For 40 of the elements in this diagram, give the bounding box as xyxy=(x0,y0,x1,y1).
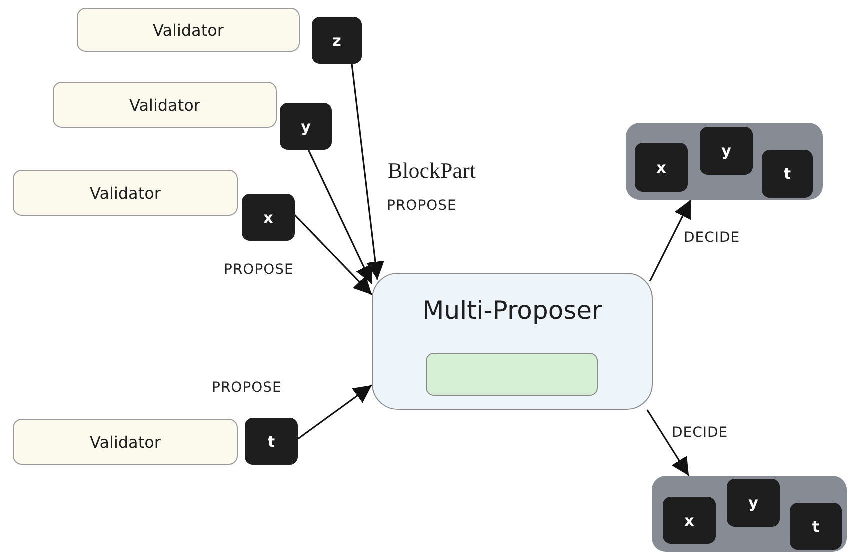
arrow xyxy=(646,410,690,476)
key-cap xyxy=(635,143,688,192)
key-cap xyxy=(700,127,753,175)
node-label: Validator xyxy=(90,184,161,202)
key-letter: x xyxy=(656,158,666,176)
arrow xyxy=(308,150,373,284)
key-letter: x xyxy=(684,512,694,530)
key-letter: t xyxy=(812,518,820,536)
key-cap xyxy=(762,150,813,198)
key-letter: t xyxy=(268,432,276,450)
key-cap xyxy=(790,503,842,550)
key-letter: y xyxy=(301,118,311,136)
rounded-box xyxy=(13,419,238,465)
key-letter: t xyxy=(784,165,792,183)
key-cap xyxy=(280,103,332,150)
key-cap xyxy=(727,479,780,527)
node-label: Validator xyxy=(153,20,224,40)
key-letter: x xyxy=(264,208,274,226)
rounded-box xyxy=(77,8,300,52)
key-cap xyxy=(245,418,298,465)
rounded-box xyxy=(13,170,238,216)
node-title: Multi-Proposer xyxy=(422,296,602,325)
key-cap xyxy=(242,194,295,241)
key-group-panel xyxy=(626,123,823,200)
node-label: Validator xyxy=(90,432,161,452)
arrow xyxy=(351,64,384,280)
key-group-panel xyxy=(652,476,847,552)
arrow xyxy=(294,214,373,296)
key-cap xyxy=(312,17,362,64)
rounded-box xyxy=(53,82,277,128)
key-cap xyxy=(663,497,716,544)
rounded-box xyxy=(372,273,653,410)
key-letter: z xyxy=(332,32,342,50)
key-letter: y xyxy=(722,142,732,160)
key-letter: y xyxy=(748,494,758,512)
arrow xyxy=(298,384,372,440)
rounded-box xyxy=(426,353,598,396)
annotation-text: BlockPart xyxy=(388,158,476,184)
arrow xyxy=(649,200,692,282)
node-label: Validator xyxy=(130,96,200,114)
